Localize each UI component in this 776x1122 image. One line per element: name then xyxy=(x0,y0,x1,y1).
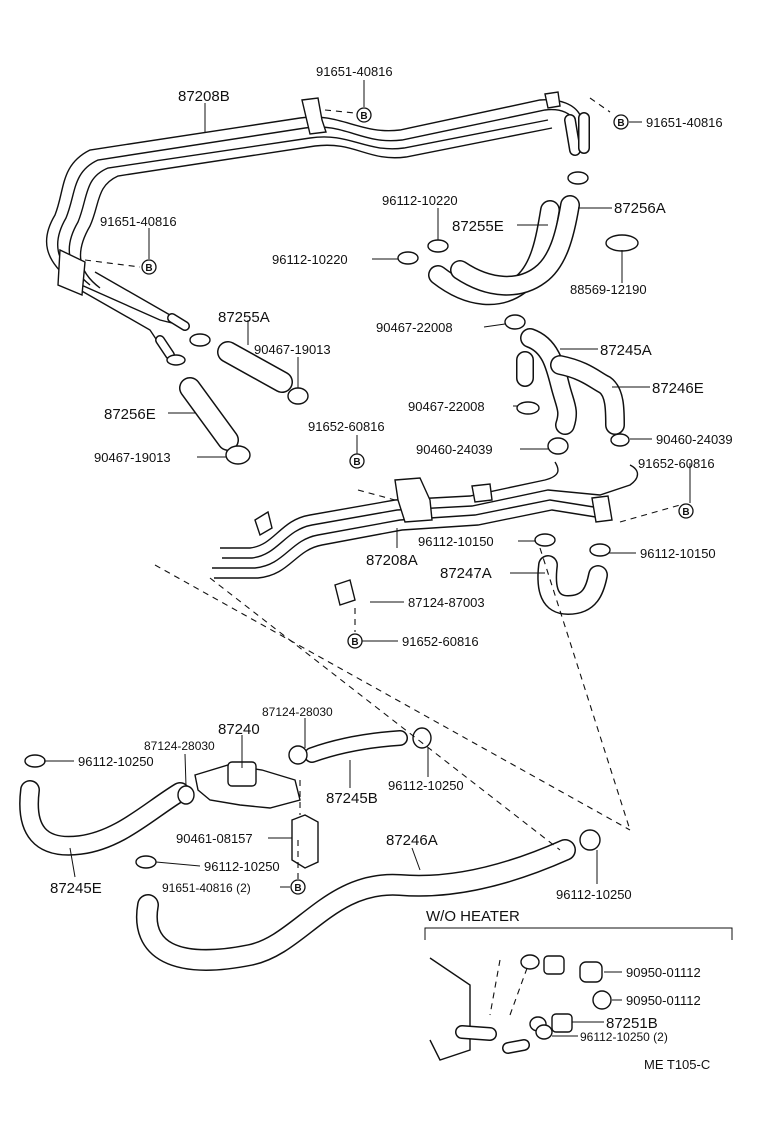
label-87245b: 87245B xyxy=(326,790,378,807)
label-96112-10250-a: 96112-10250 xyxy=(78,754,154,769)
label-96112-10220-b: 96112-10220 xyxy=(272,252,348,267)
label-87124-28030-a: 87124-28030 xyxy=(262,705,333,719)
label-87255a: 87255A xyxy=(218,309,270,326)
svg-text:B: B xyxy=(294,883,301,894)
label-96112-10250-c: 96112-10250 xyxy=(204,859,280,874)
label-90950-a: 90950-01112 xyxy=(626,965,701,980)
svg-text:B: B xyxy=(617,118,624,129)
label-87245e: 87245E xyxy=(50,880,102,897)
label-90467-22008-a: 90467-22008 xyxy=(376,320,453,335)
label-87208a: 87208A xyxy=(366,552,418,569)
label-88569: 88569-12190 xyxy=(570,282,647,297)
hose-87255e-87256a xyxy=(428,195,580,306)
label-91652-b: 91652-60816 xyxy=(638,456,715,471)
bolt-icon: B xyxy=(347,633,363,649)
label-90950-b: 90950-01112 xyxy=(626,993,701,1008)
label-87255e: 87255E xyxy=(452,218,504,235)
label-90467-19013-b: 90467-19013 xyxy=(94,450,171,465)
bolt-icon: B xyxy=(678,503,694,519)
label-91652-a: 91652-60816 xyxy=(308,419,385,434)
label-87256e: 87256E xyxy=(104,406,156,423)
bolt-icon: B xyxy=(356,107,372,123)
hose-87245e xyxy=(19,780,190,856)
label-91651-right: 91651-40816 xyxy=(646,115,723,130)
label-87246a: 87246A xyxy=(386,832,438,849)
bolt-icon: B xyxy=(613,114,629,130)
wo-heater-section xyxy=(424,927,733,1061)
label-96112-10150-b: 96112-10150 xyxy=(640,546,716,561)
label-91652-c: 91652-60816 xyxy=(402,634,479,649)
label-90461: 90461-08157 xyxy=(176,831,253,846)
label-91651-top: 91651-40816 xyxy=(316,64,393,79)
label-96112-10250-2: 96112-10250 (2) xyxy=(580,1030,668,1044)
bolt-icon: B xyxy=(290,879,306,895)
label-96112-10150-a: 96112-10150 xyxy=(418,534,494,549)
hose-87245a xyxy=(516,328,578,435)
hose-87246a xyxy=(135,839,576,971)
section-title: W/O HEATER xyxy=(426,908,520,925)
label-96112-10220-a: 96112-10220 xyxy=(382,193,458,208)
label-87251b: 87251B xyxy=(606,1015,658,1032)
label-87208b: 87208B xyxy=(178,88,230,105)
svg-text:B: B xyxy=(360,111,367,122)
label-87240: 87240 xyxy=(218,721,260,738)
hose-87246e xyxy=(550,355,625,435)
label-90467-22008-b: 90467-22008 xyxy=(408,399,485,414)
label-90460-a: 90460-24039 xyxy=(416,442,493,457)
label-90460-b: 90460-24039 xyxy=(656,432,733,447)
bolt-symbols: B B B B B B B xyxy=(141,107,694,895)
hose-clamps xyxy=(24,171,639,869)
label-91651-2: 91651-40816 (2) xyxy=(162,881,251,895)
hose-87247a xyxy=(537,555,608,615)
footer-code: ME T105-C xyxy=(644,1057,710,1072)
hose-87255a xyxy=(217,341,293,393)
label-91651-left: 91651-40816 xyxy=(100,214,177,229)
label-87256a: 87256A xyxy=(614,200,666,217)
label-96112-10250-d: 96112-10250 xyxy=(556,887,632,902)
hose-87256e xyxy=(179,377,239,451)
label-87124-28030-b: 87124-28030 xyxy=(144,739,215,753)
svg-text:B: B xyxy=(682,507,689,518)
bolt-icon: B xyxy=(349,453,365,469)
water-valve-87240 xyxy=(194,761,319,869)
label-87245a: 87245A xyxy=(600,342,652,359)
svg-text:B: B xyxy=(353,457,360,468)
label-90467-19013-a: 90467-19013 xyxy=(254,342,331,357)
svg-text:B: B xyxy=(351,637,358,648)
label-87124-87003: 87124-87003 xyxy=(408,595,485,610)
bolt-icon: B xyxy=(141,259,157,275)
pipe-assembly-87208a xyxy=(212,461,639,579)
hose-87245b xyxy=(304,730,408,763)
leader-lines xyxy=(44,80,691,1037)
svg-text:B: B xyxy=(145,263,152,274)
part-labels: 87208B 91651-40816 91651-40816 91651-408… xyxy=(50,64,733,1072)
pipe-assembly-87208b xyxy=(45,91,590,360)
label-96112-10250-b: 96112-10250 xyxy=(388,778,464,793)
label-87246e: 87246E xyxy=(652,380,704,397)
label-87247a: 87247A xyxy=(440,565,492,582)
